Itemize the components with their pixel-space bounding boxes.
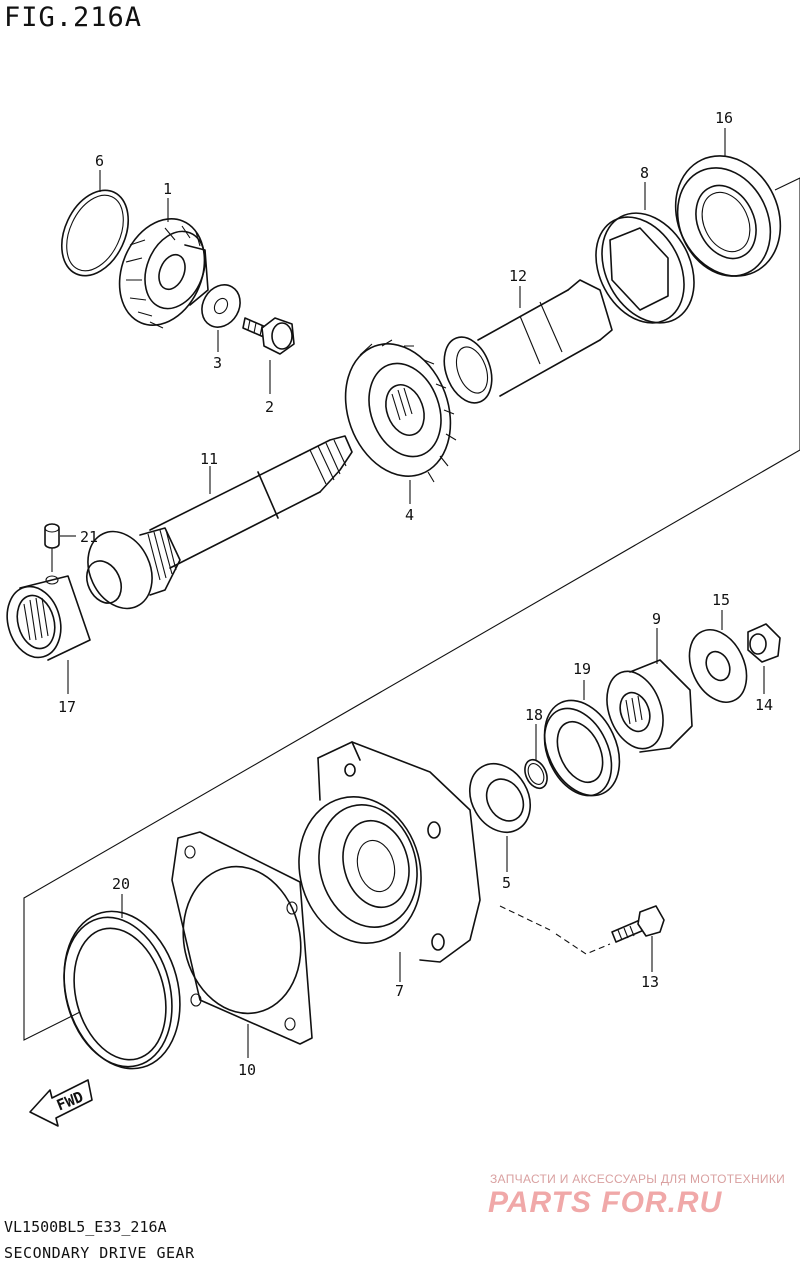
model-code: VL1500BL5_E33_216A [4, 1218, 167, 1236]
part-9-coupling[interactable] [597, 659, 693, 756]
fwd-direction-arrow: FWD [29, 1079, 93, 1127]
part-4-bevel-gear[interactable] [328, 329, 468, 491]
part-7-gear-case[interactable] [283, 741, 481, 963]
callout-17[interactable]: 17 [58, 698, 76, 716]
part-14-nut[interactable] [747, 623, 781, 663]
part-21-dowel-pin[interactable] [44, 523, 60, 572]
part-6-circlip[interactable] [49, 180, 141, 287]
watermark-tagline: ЗАПЧАСТИ И АКСЕССУАРЫ ДЛЯ МОТОТЕХНИКИ [490, 1172, 786, 1186]
callout-7[interactable]: 7 [395, 982, 404, 1000]
callout-14[interactable]: 14 [755, 696, 773, 714]
part-5-seal[interactable] [458, 753, 542, 843]
callout-19[interactable]: 19 [573, 660, 591, 678]
watermark-brand-logo: PARTS FOR.RU [488, 1186, 723, 1219]
part-11-drive-shaft[interactable] [76, 435, 353, 619]
callout-6[interactable]: 6 [95, 152, 104, 170]
figure-label: FIG.216A [4, 2, 143, 33]
callout-2[interactable]: 2 [265, 398, 274, 416]
callout-18[interactable]: 18 [525, 706, 543, 724]
callout-15[interactable]: 15 [712, 591, 730, 609]
callout-labels: 6 1 3 2 8 16 12 4 11 21 17 15 14 9 19 18… [58, 109, 773, 1079]
part-10-gasket[interactable] [170, 831, 314, 1045]
part-13-bolt[interactable] [611, 905, 665, 943]
callout-12[interactable]: 12 [509, 267, 527, 285]
assembly-frame [23, 177, 800, 1041]
part-19-bearing[interactable] [530, 688, 634, 807]
part-3-washer[interactable] [194, 278, 247, 334]
callout-13[interactable]: 13 [641, 973, 659, 991]
part-17-needle-bearing[interactable] [0, 575, 91, 664]
part-12-sleeve-shaft[interactable] [436, 279, 613, 409]
part-20-seal-ring[interactable] [47, 898, 197, 1082]
callout-21[interactable]: 21 [80, 528, 98, 546]
leader-lines [60, 128, 765, 1058]
part-16-oil-seal[interactable] [656, 139, 799, 294]
callout-5[interactable]: 5 [502, 874, 511, 892]
callout-3[interactable]: 3 [213, 354, 222, 372]
callout-16[interactable]: 16 [715, 109, 733, 127]
callout-11[interactable]: 11 [200, 450, 218, 468]
callout-4[interactable]: 4 [405, 506, 414, 524]
callout-20[interactable]: 20 [112, 875, 130, 893]
callout-10[interactable]: 10 [238, 1061, 256, 1079]
callout-9[interactable]: 9 [652, 610, 661, 628]
callout-1[interactable]: 1 [163, 180, 172, 198]
part-1-bevel-gear[interactable] [104, 206, 219, 338]
callout-8[interactable]: 8 [640, 164, 649, 182]
part-8-hex-spacer[interactable] [578, 197, 712, 339]
part-15-washer[interactable] [678, 621, 757, 712]
part-18-o-ring[interactable] [521, 756, 552, 792]
diagram-title: SECONDARY DRIVE GEAR [4, 1244, 195, 1262]
part-2-bolt[interactable] [242, 317, 295, 355]
